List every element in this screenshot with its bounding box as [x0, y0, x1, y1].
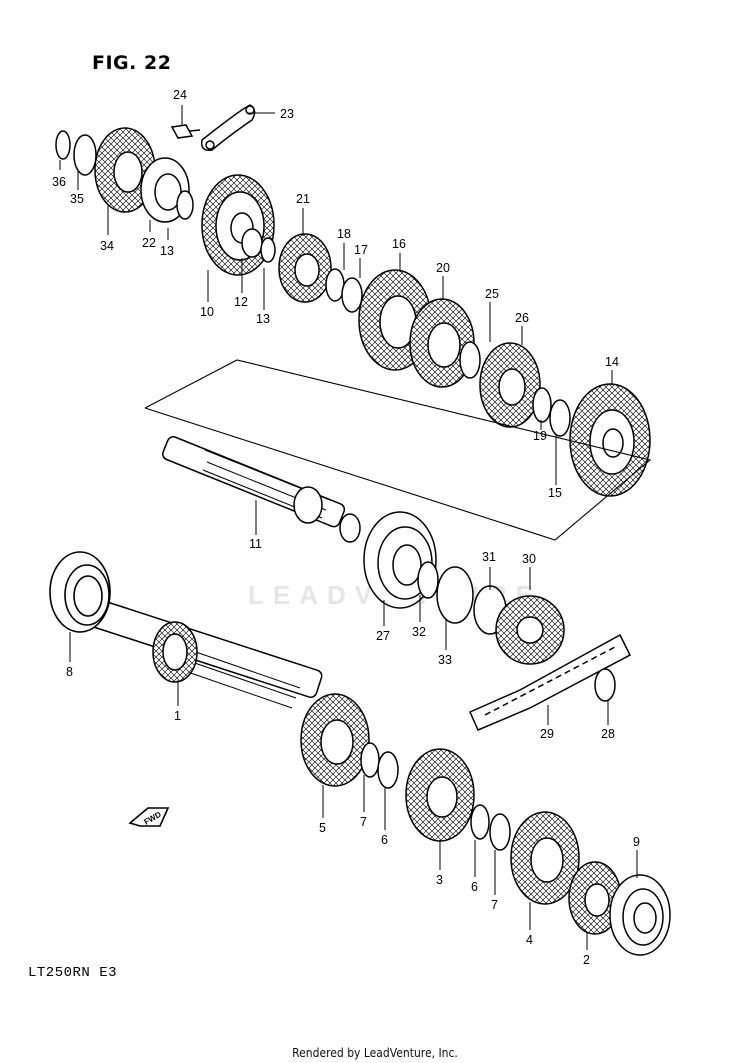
callout-27: 27 — [376, 629, 390, 643]
callout-5: 5 — [319, 821, 326, 835]
callout-13a: 13 — [160, 244, 174, 258]
callout-13b: 13 — [256, 312, 270, 326]
callout-26: 24 — [173, 88, 187, 102]
callout-32: 30 — [522, 552, 536, 566]
callout-9: 9 — [633, 835, 640, 849]
footer-credit: Rendered by LeadVenture, Inc. — [292, 1046, 458, 1060]
callout-29: 34 — [100, 239, 114, 253]
callout-18: 17 — [354, 243, 368, 257]
callout-6a: 6 — [381, 833, 388, 847]
countershaft-part-10 — [162, 436, 361, 543]
callout-20: 20 — [436, 261, 450, 275]
mainshaft-part-1 — [87, 598, 323, 709]
callout-19: 18 — [337, 227, 351, 241]
callout-1: 1 — [174, 709, 181, 723]
callout-16: 19 — [533, 429, 547, 443]
callout-2: 2 — [583, 953, 590, 967]
callout-30: 35 — [70, 192, 84, 206]
callout-15: 15 — [548, 486, 562, 500]
model-code: LT250RN E3 — [28, 965, 118, 981]
callout-23: 21 — [296, 192, 310, 206]
callout-35: 28 — [601, 727, 615, 741]
callout-33: 31 — [482, 550, 496, 564]
assembly-frame-line — [144, 359, 652, 541]
lower-gear-set — [300, 693, 671, 956]
callout-7b: 7 — [491, 898, 498, 912]
callout-14: 14 — [605, 355, 619, 369]
callout-24: 22 — [142, 236, 156, 250]
callout-22: 26 — [515, 311, 529, 325]
callout-21: 25 — [485, 287, 499, 301]
figure-title: FIG. 22 — [92, 52, 172, 74]
bearing-part-8 — [49, 551, 111, 633]
fwd-arrow-badge: FWD — [128, 807, 170, 827]
callout-8: 8 — [66, 665, 73, 679]
callout-36: 29 — [540, 727, 554, 741]
callout-6b: 6 — [471, 880, 478, 894]
callout-10: 11 — [249, 537, 262, 551]
callout-3: 3 — [436, 873, 443, 887]
leader-lines — [59, 105, 638, 950]
callout-7a: 7 — [360, 815, 367, 829]
callout-labels: 24 23 36 35 34 22 13 10 12 13 21 18 17 1… — [52, 88, 640, 967]
callout-28: 33 — [438, 653, 452, 667]
callout-25: 23 — [280, 107, 294, 121]
callout-34: 32 — [412, 625, 426, 639]
upper-gear-set — [55, 127, 651, 497]
callout-31: 36 — [52, 175, 66, 189]
callout-11: 10 — [200, 305, 214, 319]
output-side-parts — [363, 511, 631, 731]
callout-4: 4 — [526, 933, 533, 947]
callout-17: 16 — [392, 237, 406, 251]
retainer-and-bolt — [170, 104, 256, 152]
callout-12: 12 — [234, 295, 248, 309]
